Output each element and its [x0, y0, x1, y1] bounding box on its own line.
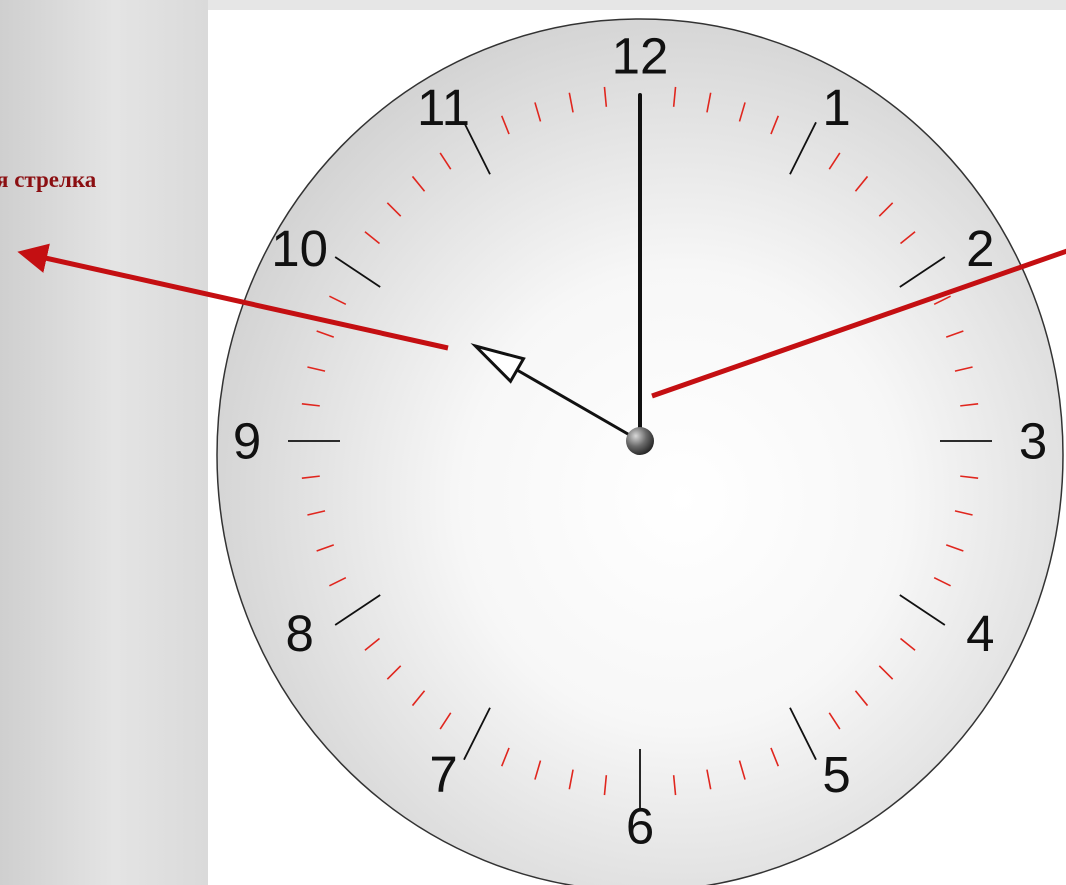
numeral-2: 2	[966, 220, 994, 277]
numeral-5: 5	[822, 746, 850, 803]
numeral-4: 4	[966, 605, 994, 662]
numeral-1: 1	[822, 79, 850, 136]
numeral-12: 12	[612, 28, 669, 85]
numeral-7: 7	[429, 746, 457, 803]
numeral-9: 9	[233, 413, 261, 470]
numeral-8: 8	[285, 605, 313, 662]
numeral-10: 10	[271, 220, 328, 277]
center-hub	[626, 427, 654, 455]
numeral-6: 6	[626, 798, 654, 855]
numeral-3: 3	[1019, 413, 1047, 470]
numeral-11: 11	[417, 79, 470, 136]
